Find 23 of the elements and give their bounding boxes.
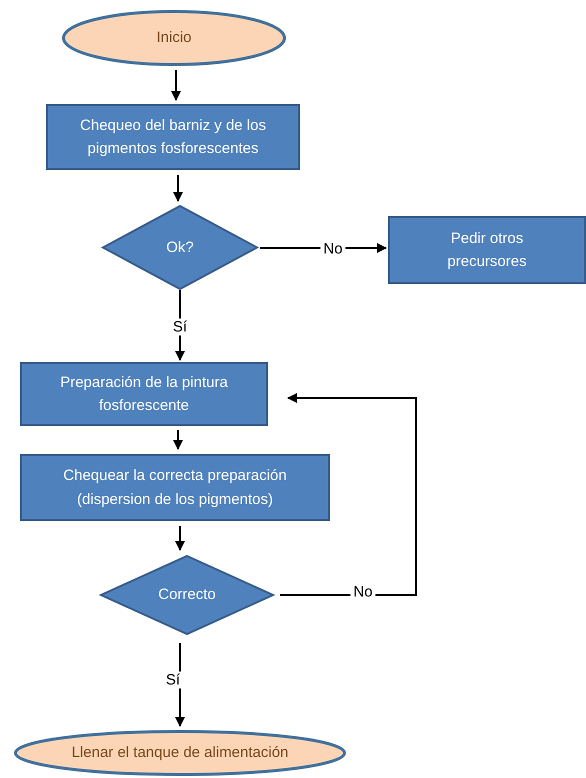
arrow (175, 643, 185, 727)
node-label: Chequear la correcta preparación (dispersion de los pigmentos) (62, 466, 288, 510)
node-label: Correcto (157, 585, 217, 606)
process-box (46, 104, 300, 170)
arrow (175, 290, 185, 361)
arrow (171, 70, 181, 101)
node-label: Preparación de la pintura fosforescente (59, 372, 229, 416)
terminal-oval (14, 730, 346, 776)
process-box (20, 362, 268, 426)
node-label: Chequeo del barniz y de los pigmentos fosforescentes (79, 116, 267, 159)
node-label: Inicio (155, 28, 193, 48)
process-box (388, 216, 586, 284)
arrow (280, 393, 417, 596)
node-label: Llenar el tanque de alimentación (70, 743, 290, 764)
decision-diamond (100, 555, 274, 635)
terminal-oval (62, 10, 286, 66)
node-label: Pedir otros precursores (446, 228, 528, 272)
decision-diamond (102, 205, 258, 290)
arrow (173, 430, 183, 450)
arrow (175, 526, 185, 551)
node-label: Ok? (165, 238, 195, 258)
arrow (173, 175, 183, 202)
process-box (20, 454, 330, 521)
